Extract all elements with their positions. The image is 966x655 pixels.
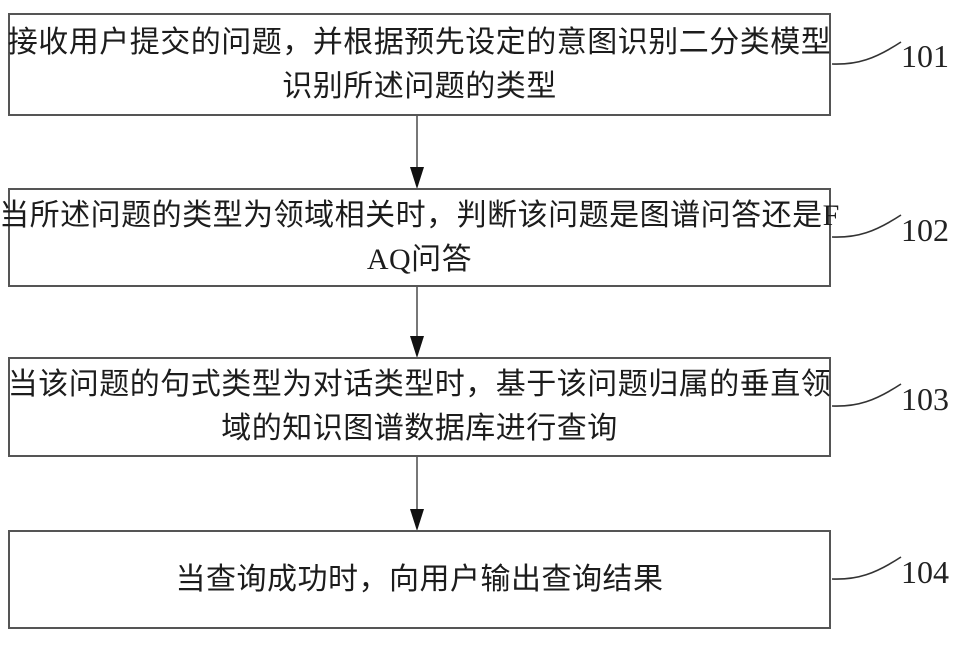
ref-number-103: 103 [901,381,949,417]
leader-line-101 [831,41,902,65]
step-box-102: 当所述问题的类型为领域相关时，判断该问题是图谱问答还是F AQ问答 [0,188,839,287]
down-arrow-2-icon [410,287,424,358]
step-103-text-line-1: 当该问题的句式类型为对话类型时，基于该问题归属的垂直领 [7,368,832,401]
leader-line-104 [831,556,902,580]
step-102-text-line-1: 当所述问题的类型为领域相关时，判断该问题是图谱问答还是F [0,198,840,232]
step-104-text-line-1: 当查询成功时，向用户输出查询结果 [175,562,664,596]
step-101-text-line-2: 识别所述问题的类型 [282,69,557,103]
step-102-text-line-2: AQ问答 [366,242,473,276]
leader-line-103 [831,383,902,407]
step-box-101: 接收用户提交的问题，并根据预先设定的意图识别二分类模型 识别所述问题的类型 [8,13,831,116]
ref-number-104: 104 [901,554,949,590]
down-arrow-1-icon [410,115,424,189]
ref-number-102: 102 [901,212,949,248]
step-box-103: 当该问题的句式类型为对话类型时，基于该问题归属的垂直领 域的知识图谱数据库进行查… [8,357,831,457]
down-arrow-3-icon [410,456,424,531]
step-box-104: 当查询成功时，向用户输出查询结果 [8,530,831,629]
leader-line-102 [831,214,902,238]
step-103-text-line-2: 域的知识图谱数据库进行查询 [221,412,618,445]
step-101-text-line-1: 接收用户提交的问题，并根据预先设定的意图识别二分类模型 [7,25,832,59]
ref-number-101: 101 [901,38,949,74]
